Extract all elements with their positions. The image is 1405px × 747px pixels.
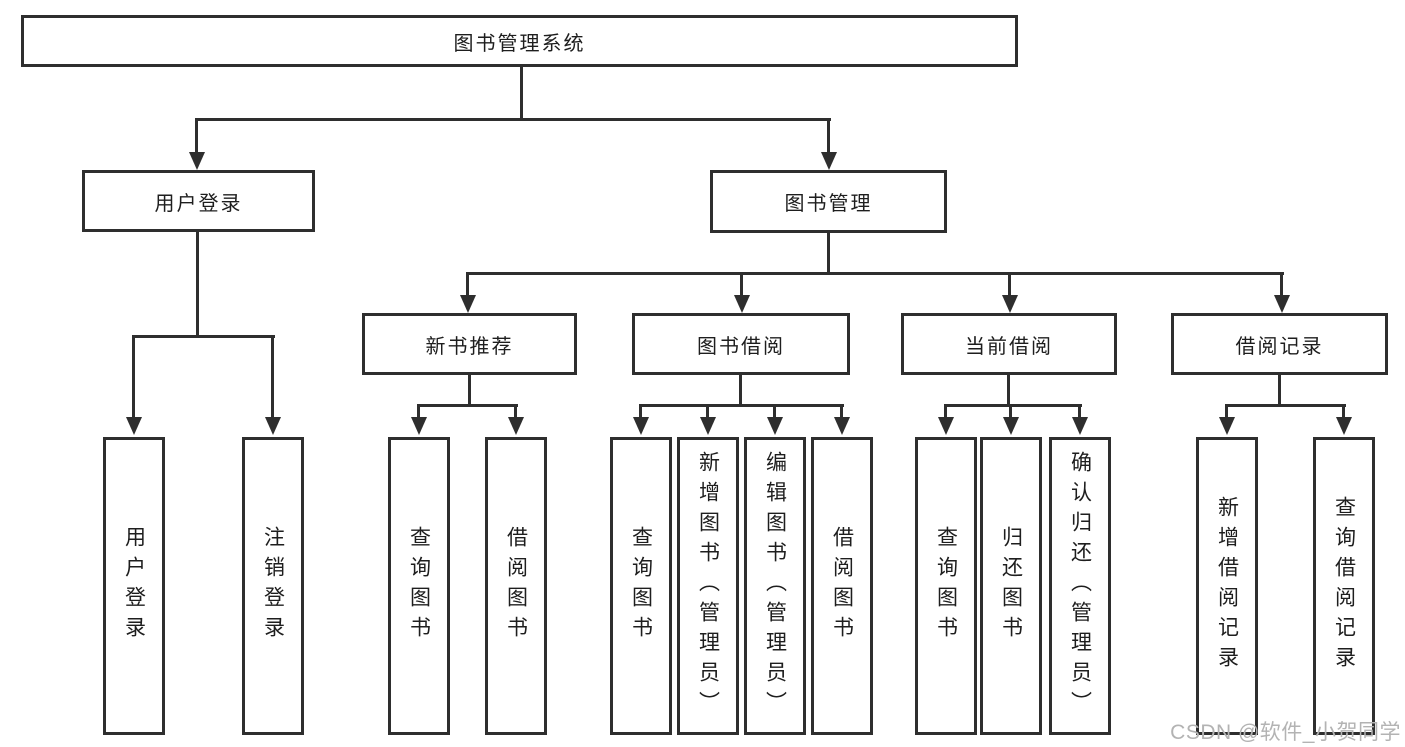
connector-line [466,272,1284,275]
node-book-borrowing-label: 图书借阅 [697,335,785,358]
arrowhead-icon [938,417,954,435]
leaf-query-books-current-label: 查询图书 [934,526,958,646]
arrowhead-icon [633,417,649,435]
connector-line [1009,404,1012,419]
arrowhead-icon [700,417,716,435]
leaf-borrow-books: 借阅图书 [811,437,873,735]
arrowhead-icon [508,417,524,435]
connector-line [840,404,843,419]
connector-line [1008,272,1011,296]
connector-line [739,375,742,407]
connector-line [1280,272,1283,296]
connector-line [417,404,420,419]
node-new-book-recommend-label: 新书推荐 [425,335,514,358]
leaf-add-book-admin: 新增图书（管理员） [677,437,739,735]
leaf-query-books-borrowing-label: 查询图书 [629,526,653,646]
leaf-add-book-admin-label: 新增图书（管理员） [696,451,720,721]
arrowhead-icon [734,295,750,313]
arrowhead-icon [1002,295,1018,313]
arrowhead-icon [834,417,850,435]
leaf-user-login-label: 用户登录 [122,526,146,646]
arrowhead-icon [1219,417,1235,435]
connector-line [466,272,469,296]
connector-line [195,118,198,154]
connector-line [944,404,947,419]
leaf-confirm-return-admin: 确认归还（管理员） [1049,437,1111,735]
node-library-system: 图书管理系统 [21,15,1018,67]
node-user-login: 用户登录 [82,170,315,232]
node-library-system-label: 图书管理系统 [453,32,586,55]
connector-line [1342,404,1345,419]
arrowhead-icon [821,152,837,170]
leaf-edit-book-admin-label: 编辑图书（管理员） [763,451,787,721]
leaf-borrow-books-recommend-label: 借阅图书 [504,526,528,646]
connector-line [1278,375,1281,407]
arrowhead-icon [1003,417,1019,435]
csdn-watermark: CSDN @软件_小贺同学 [1170,721,1401,744]
connector-line [417,404,518,407]
arrowhead-icon [460,295,476,313]
connector-line [827,233,830,275]
arrowhead-icon [189,152,205,170]
connector-line [1078,404,1081,419]
connector-line [639,404,642,419]
connector-line [468,375,471,407]
connector-line [827,118,830,154]
connector-line [773,404,776,419]
connector-line [1225,404,1228,419]
leaf-logout: 注销登录 [242,437,304,735]
connector-line [195,118,831,121]
connector-line [514,404,517,419]
arrowhead-icon [1274,295,1290,313]
arrowhead-icon [767,417,783,435]
leaf-borrow-books-recommend: 借阅图书 [485,437,547,735]
leaf-query-books-borrowing: 查询图书 [610,437,672,735]
leaf-query-books-current: 查询图书 [915,437,977,735]
connector-line [639,404,844,407]
connector-line [196,232,199,337]
connector-line [706,404,709,419]
node-book-management: 图书管理 [710,170,947,233]
node-new-book-recommend: 新书推荐 [362,313,577,375]
leaf-query-borrow-record: 查询借阅记录 [1313,437,1375,735]
leaf-return-books: 归还图书 [980,437,1042,735]
connector-line [132,335,135,419]
connector-line [520,67,523,120]
arrowhead-icon [1072,417,1088,435]
node-user-login-label: 用户登录 [154,192,243,215]
leaf-return-books-label: 归还图书 [999,526,1023,646]
node-current-borrowing-label: 当前借阅 [965,335,1053,358]
arrowhead-icon [126,417,142,435]
leaf-query-books-recommend-label: 查询图书 [407,526,431,646]
leaf-confirm-return-admin-label: 确认归还（管理员） [1068,451,1092,721]
leaf-add-borrow-record-label: 新增借阅记录 [1215,496,1239,676]
leaf-edit-book-admin: 编辑图书（管理员） [744,437,806,735]
leaf-query-borrow-record-label: 查询借阅记录 [1332,496,1356,676]
node-current-borrowing: 当前借阅 [901,313,1117,375]
node-book-borrowing: 图书借阅 [632,313,850,375]
connector-line [1225,404,1346,407]
leaf-borrow-books-label: 借阅图书 [830,526,854,646]
arrowhead-icon [265,417,281,435]
arrowhead-icon [1336,417,1352,435]
node-book-management-label: 图书管理 [784,193,873,215]
connector-line [271,335,274,419]
leaf-query-books-recommend: 查询图书 [388,437,450,735]
connector-line [132,335,275,338]
leaf-logout-label: 注销登录 [261,526,285,646]
connector-line [944,404,1082,407]
connector-line [1007,375,1010,407]
node-borrowing-records: 借阅记录 [1171,313,1388,375]
node-borrowing-records-label: 借阅记录 [1235,335,1324,358]
leaf-user-login: 用户登录 [103,437,165,735]
leaf-add-borrow-record: 新增借阅记录 [1196,437,1258,735]
arrowhead-icon [411,417,427,435]
connector-line [740,272,743,296]
